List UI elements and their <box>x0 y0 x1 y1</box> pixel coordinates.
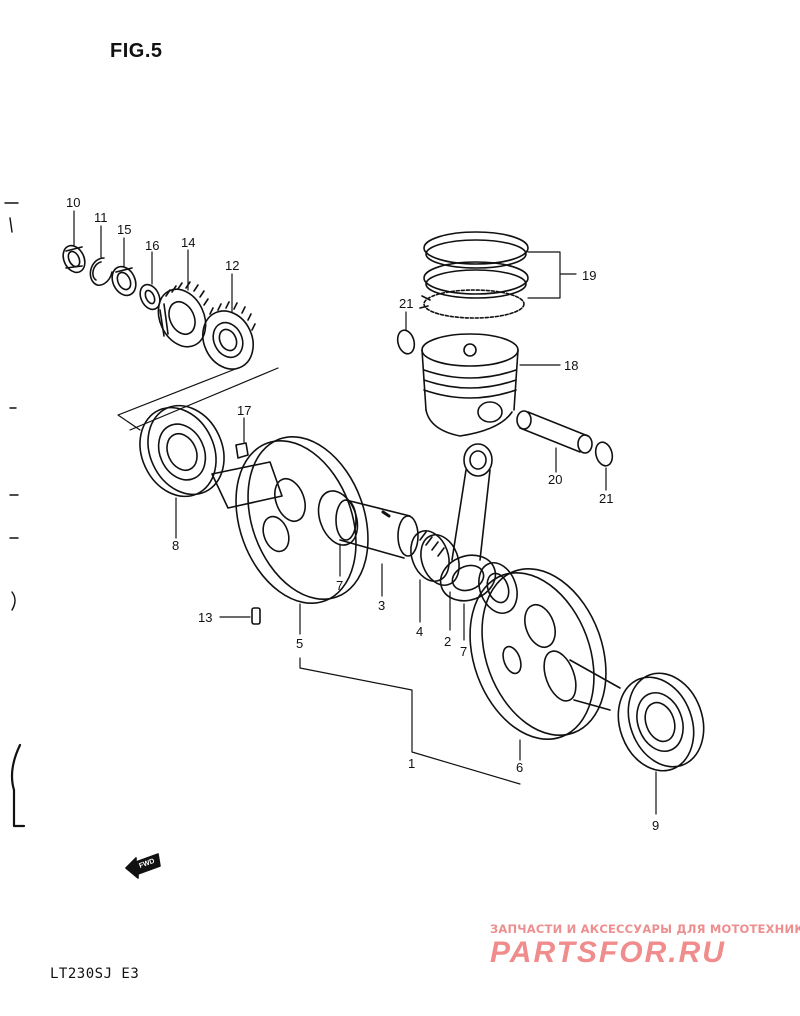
gear-12 <box>202 301 256 370</box>
callout-5: 5 <box>296 636 303 651</box>
bearing-8 <box>139 404 225 498</box>
crank-web-left-5 <box>211 435 369 605</box>
gear-14 <box>157 281 209 348</box>
piston-pin-20 <box>516 410 593 454</box>
callout-13: 13 <box>198 610 212 625</box>
callout-16: 16 <box>145 238 159 253</box>
callout-21-top: 21 <box>399 296 413 311</box>
circlip-11 <box>89 257 113 287</box>
callout-labels: 10 11 15 16 14 12 17 8 13 5 7 3 4 2 7 1 … <box>66 195 659 833</box>
callout-12: 12 <box>225 258 239 273</box>
callout-15: 15 <box>117 222 131 237</box>
key-17 <box>235 442 249 459</box>
fwd-arrow-icon: FWD <box>125 853 161 879</box>
washer-7-right <box>478 562 518 614</box>
callout-7-right: 7 <box>460 644 467 659</box>
leader-lines <box>73 210 657 815</box>
callout-19: 19 <box>582 268 596 283</box>
callout-18: 18 <box>564 358 578 373</box>
callout-17: 17 <box>237 403 251 418</box>
washer-16 <box>139 283 161 311</box>
model-code: LT230SJ E3 <box>50 966 140 982</box>
callout-8: 8 <box>172 538 179 553</box>
bearing-15 <box>111 265 137 297</box>
callout-1: 1 <box>408 756 415 771</box>
connecting-rod-2 <box>439 443 497 602</box>
bearing-10 <box>62 244 86 274</box>
callout-14: 14 <box>181 235 195 250</box>
piston-rings-19 <box>419 231 529 319</box>
scan-margin-marks <box>4 202 26 828</box>
watermark-tagline: ЗАПЧАСТИ И АКСЕССУАРЫ ДЛЯ МОТОТЕХНИКИ <box>490 922 800 936</box>
needle-bearing-4 <box>410 530 460 586</box>
circlip-21-left <box>396 329 416 355</box>
callout-10: 10 <box>66 195 80 210</box>
group-bracket-gears <box>117 367 279 431</box>
watermark-logo: PARTSFOR.RU <box>490 936 726 969</box>
circlip-21-right <box>594 441 614 467</box>
callout-21-bottom: 21 <box>599 491 613 506</box>
callout-9: 9 <box>652 818 659 833</box>
crank-web-right-6 <box>469 567 621 741</box>
callout-2: 2 <box>444 634 451 649</box>
bearing-9 <box>617 672 705 772</box>
callout-20: 20 <box>548 472 562 487</box>
callout-7-left: 7 <box>336 578 343 593</box>
callout-6: 6 <box>516 760 523 775</box>
crank-pin-3 <box>335 499 419 559</box>
callout-3: 3 <box>378 598 385 613</box>
callout-11: 11 <box>94 210 108 225</box>
callout-4: 4 <box>416 624 423 639</box>
figure-title: FIG.5 <box>110 40 163 62</box>
piston-18 <box>421 333 519 437</box>
pin-13 <box>251 607 261 625</box>
